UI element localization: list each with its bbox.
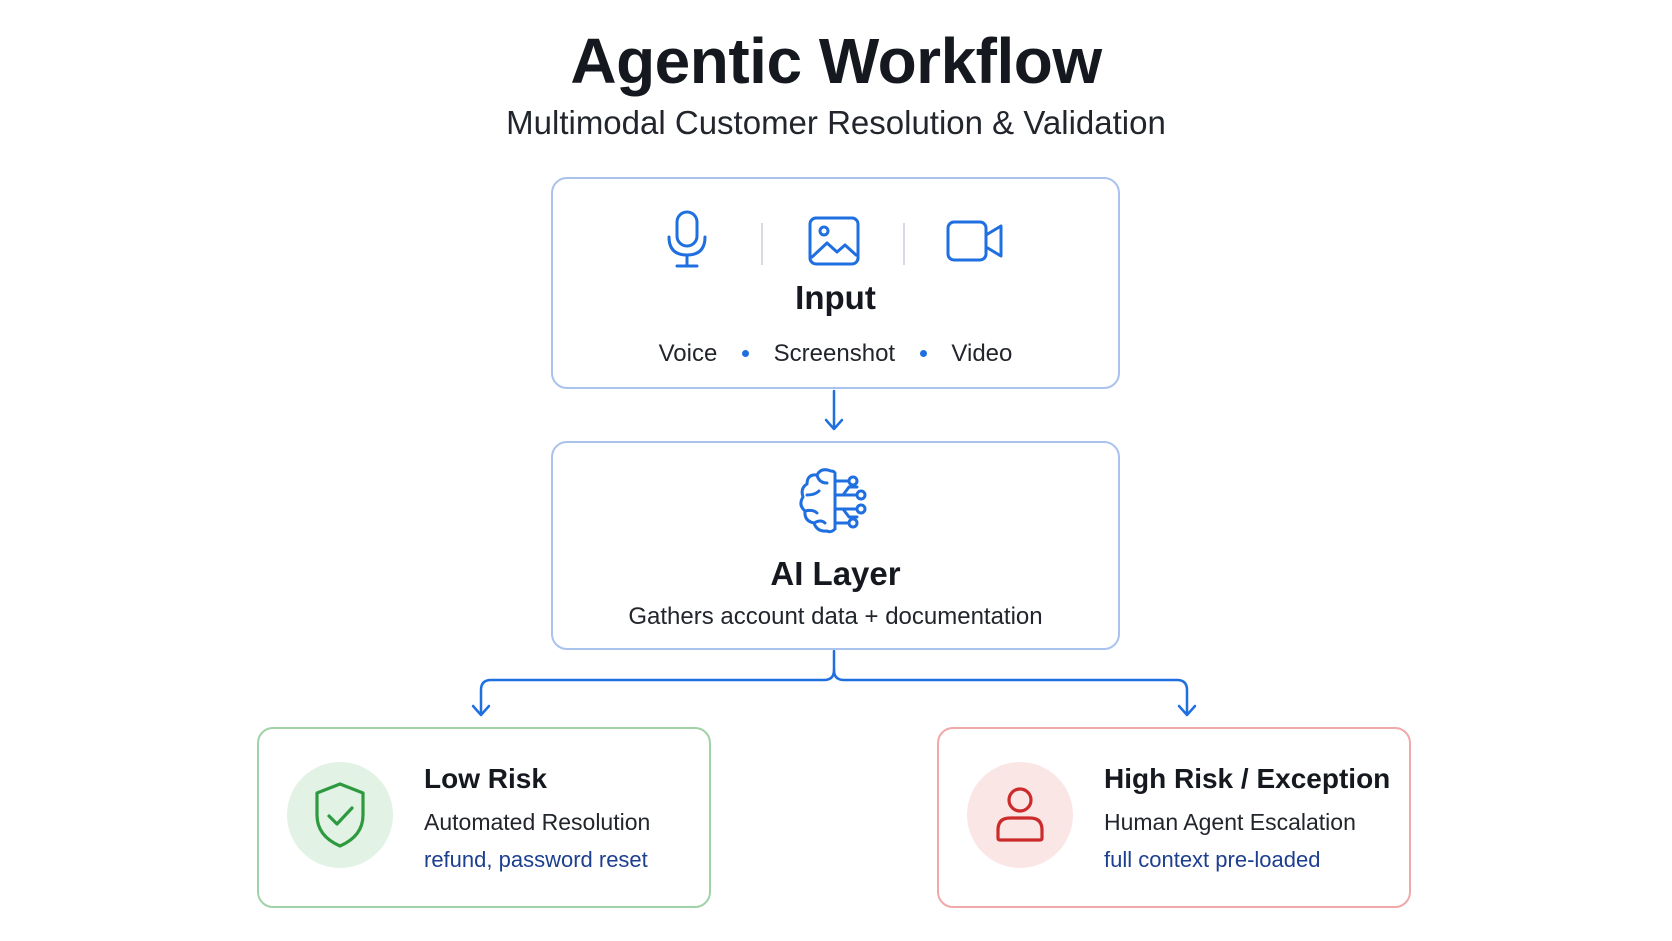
ai-layer-description: Gathers account data + documentation xyxy=(628,603,1043,630)
low-risk-badge xyxy=(287,762,393,868)
low-risk-outcome: Automated Resolution xyxy=(424,809,651,835)
input-icon-row xyxy=(553,209,1118,275)
high-risk-heading: High Risk / Exception xyxy=(1104,763,1391,794)
modality-video: Video xyxy=(951,339,1013,367)
icon-divider xyxy=(761,223,763,265)
low-risk-card: Low Risk Automated Resolution refund, pa… xyxy=(257,727,711,908)
person-icon xyxy=(996,787,1044,842)
ai-layer-heading: AI Layer xyxy=(770,555,901,592)
input-card: Input Voice Screenshot Video xyxy=(551,177,1120,389)
shield-check-icon xyxy=(315,782,365,848)
brain-circuit-icon xyxy=(797,465,875,542)
modality-screenshot: Screenshot xyxy=(773,339,896,367)
diagram-title: Agentic Workflow xyxy=(570,25,1102,97)
modality-voice: Voice xyxy=(658,339,718,367)
microphone-icon xyxy=(663,209,711,276)
ai-layer-card: AI Layer Gathers account data + document… xyxy=(551,441,1120,650)
low-risk-examples: refund, password reset xyxy=(424,847,648,872)
diagram-subtitle: Multimodal Customer Resolution & Validat… xyxy=(506,104,1166,141)
image-icon xyxy=(807,215,861,272)
high-risk-examples: full context pre-loaded xyxy=(1104,847,1321,872)
arrow-ai-to-low-risk xyxy=(471,649,836,717)
separator-dot xyxy=(742,350,749,358)
high-risk-outcome: Human Agent Escalation xyxy=(1104,809,1356,835)
input-modalities: Voice Screenshot Video xyxy=(553,339,1118,368)
separator-dot xyxy=(919,350,927,358)
arrow-ai-to-high-risk xyxy=(832,668,1197,717)
high-risk-badge xyxy=(967,762,1073,868)
low-risk-heading: Low Risk xyxy=(424,763,547,794)
arrow-input-to-ai xyxy=(824,389,844,431)
input-heading: Input xyxy=(795,279,876,316)
high-risk-card: High Risk / Exception Human Agent Escala… xyxy=(937,727,1411,908)
video-camera-icon xyxy=(945,219,1005,268)
icon-divider xyxy=(903,223,905,265)
